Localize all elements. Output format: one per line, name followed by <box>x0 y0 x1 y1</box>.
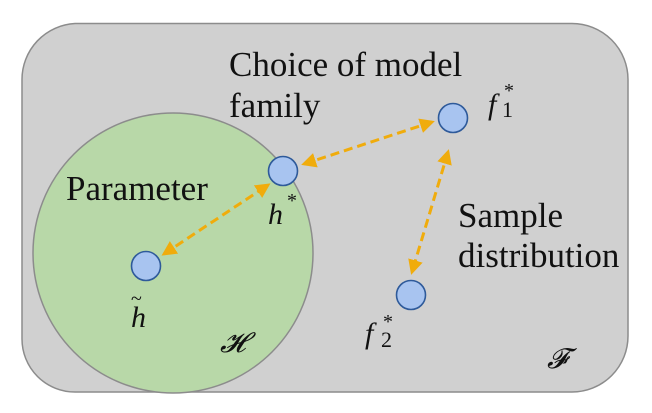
arrow-h-tilde-h-star <box>161 183 271 256</box>
svg-text:*: * <box>383 311 393 333</box>
label-parameter: Parameter <box>66 169 208 208</box>
math-label-h-star: h * <box>268 190 297 231</box>
svg-text:*: * <box>504 80 514 102</box>
hypothesis-space-region <box>32 112 314 394</box>
label-sample-line2: distribution <box>458 236 619 275</box>
label-sample-line1: Sample <box>458 196 563 235</box>
svg-text:2: 2 <box>381 327 392 352</box>
svg-text:~: ~ <box>131 288 142 310</box>
label-model-family-line2: family <box>229 86 321 125</box>
svg-text:*: * <box>287 190 297 212</box>
math-label-h-tilde: h ~ <box>131 288 146 334</box>
point-h-tilde <box>130 250 162 282</box>
point-f2-star <box>395 279 427 311</box>
arrow-f1-star-f2-star <box>408 149 452 275</box>
label-model-family-line1: Choice of model <box>229 45 463 84</box>
point-h-star <box>267 155 299 187</box>
svg-text:h: h <box>268 198 283 231</box>
point-f1-star <box>437 102 469 134</box>
svg-text:h: h <box>131 301 146 334</box>
svg-text:1: 1 <box>502 97 513 122</box>
arrow-h-star-f1-star <box>301 118 435 168</box>
